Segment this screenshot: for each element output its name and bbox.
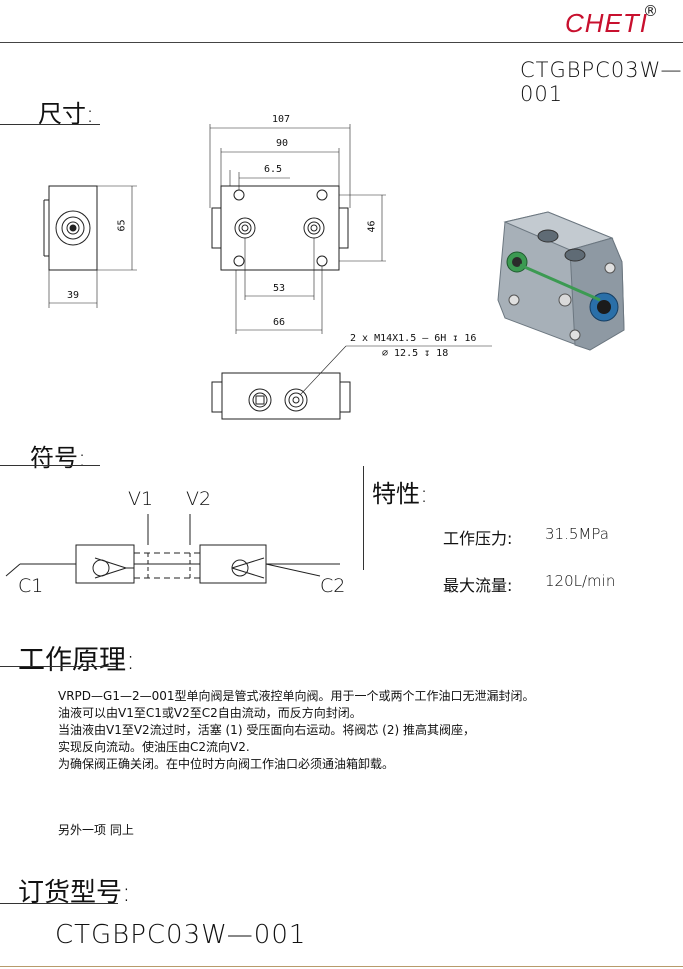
registered-mark: ® (643, 2, 658, 20)
section-underline (0, 465, 100, 466)
spec-flow-label: 最大流量: (443, 576, 513, 595)
spec-pressure-label: 工作压力: (443, 529, 513, 548)
product-render (497, 211, 625, 351)
hydraulic-symbol (5, 514, 340, 584)
dim-label: 66 (273, 317, 286, 328)
dim-label: 39 (67, 290, 80, 301)
dim-label: 107 (272, 114, 291, 125)
side-view-body (48, 185, 98, 271)
dim-label: 6.5 (264, 164, 283, 175)
footer-divider (0, 966, 683, 967)
port-label-v2: V2 (186, 488, 212, 510)
header-divider (0, 42, 683, 43)
section-title-dimensions: 尺寸: (38, 100, 95, 128)
principle-line: 为确保阀正确关闭。在中位时方向阀工作油口必须通油箱卸载。 (58, 757, 395, 771)
principle-line: 实现反向流动。使油压由C2流向V2. (58, 740, 250, 754)
spec-pressure-value: 31.5MPa (545, 525, 609, 543)
dim-label: 46 (366, 220, 378, 233)
principle-note: 另外一项 同上 (58, 823, 134, 837)
principle-line: 当油液由V1至V2流过时，活塞 (1) 受压面向右运动。将阀芯 (2) 推高其阀… (58, 723, 475, 737)
section-underline (0, 124, 100, 125)
spec-flow-value: 120L/min (545, 572, 616, 590)
features-divider (363, 466, 364, 570)
section-underline (0, 666, 118, 667)
port-label-c2: C2 (320, 575, 346, 597)
principle-text: VRPD—G1—2—001型单向阀是管式液控单向阀。用于一个或两个工作油口无泄漏… (58, 688, 535, 773)
section-title-symbol: 符号: (30, 444, 87, 472)
principle-line: 油液可以由V1至C1或V2至C2自由流动，而反方向封闭。 (58, 706, 362, 720)
brand-logo: CHETI (565, 8, 648, 38)
port-label-c1: C1 (18, 575, 44, 597)
port-label-v1: V1 (128, 488, 154, 510)
bore-note: ∅ 12.5 ↧ 18 (382, 348, 449, 359)
section-title-principle: 工作原理: (18, 645, 136, 676)
dim-label: 65 (116, 219, 128, 232)
header-model-number: CTGBPC03W—001 (520, 58, 683, 106)
order-model-number: CTGBPC03W—001 (55, 920, 307, 950)
front-view-body (221, 372, 341, 420)
side-port-outer (55, 210, 91, 246)
dim-label: 90 (276, 138, 289, 149)
section-underline (0, 903, 118, 904)
principle-line: VRPD—G1—2—001型单向阀是管式液控单向阀。用于一个或两个工作油口无泄漏… (58, 689, 535, 703)
thread-note: 2 x M14X1.5 — 6H ↧ 16 (350, 333, 477, 344)
dim-label: 53 (273, 283, 286, 294)
section-title-features: 特性: (372, 480, 429, 508)
